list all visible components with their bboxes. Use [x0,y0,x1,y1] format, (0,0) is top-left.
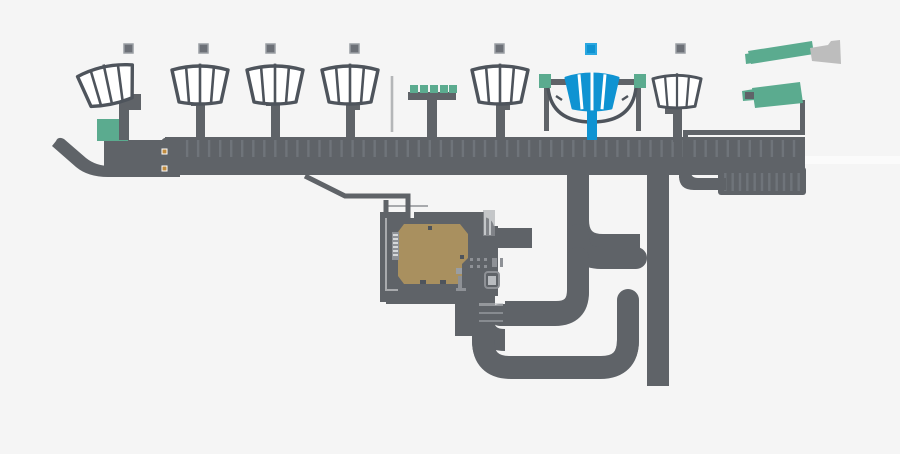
terminal-building[interactable] [398,224,468,284]
gate-b[interactable] [170,61,230,140]
stand-3 [430,85,438,93]
gate-f-pad-right [634,74,646,88]
gate-f-selected[interactable] [539,70,646,140]
gate-g-stem [673,104,682,142]
east-connector [679,100,805,190]
marker-gate-f-selected [585,43,597,55]
gate-b-fan [170,61,230,107]
spur-line-north [303,173,411,218]
gate-e-fan [470,61,530,107]
gate-c[interactable] [245,61,305,140]
t-pier-stands [410,85,457,93]
hangar-north-body [748,41,814,64]
gate-d[interactable] [320,61,380,140]
road-trunk-right [647,168,669,386]
gate-f-post-left [544,79,549,131]
apron-stand-ticks [174,140,796,157]
hangar-north-annex [810,40,841,64]
t-pier[interactable] [408,85,457,138]
main-apron[interactable] [160,137,805,175]
hangar-south[interactable] [742,82,803,108]
stand-5 [449,85,457,93]
hangar-south-body [752,82,803,108]
gate-a-stem [119,100,129,140]
stand-1 [410,85,418,93]
road-curve-south [472,289,639,378]
taxi-dot-1 [161,148,168,155]
stand-4 [440,85,448,93]
gate-markers[interactable] [123,43,686,55]
east-apron[interactable] [718,167,806,195]
gate-e-stem [496,98,505,140]
gate-c-stem [271,98,280,140]
west-taxiway-curve [52,137,180,177]
marker-gate-d [349,43,360,54]
t-pier-stem [427,98,437,138]
terminal-service-spur [303,173,411,218]
road-curve-mid [489,247,589,326]
gate-c-fan [245,61,305,107]
marker-gate-g [675,43,686,54]
marker-gate-a [123,43,134,54]
marker-gate-c [265,43,276,54]
gate-f-post-right [636,79,641,131]
gate-b-stem [196,98,205,140]
courtyard-edge [385,206,398,291]
taxi-dot-2 [161,165,168,172]
gate-d-fan [320,61,380,107]
runway-strip [795,156,900,164]
gate-d-stem [346,98,355,140]
terminal-building-shape [398,224,468,284]
taxiway-markers [161,148,168,172]
gate-f-pad-left [539,74,551,88]
gate-f-fan [564,70,620,112]
gate-a[interactable] [74,56,142,140]
hangar-south-door [745,92,754,99]
marker-gate-b [198,43,209,54]
terminal-details [392,210,503,322]
t-pier-cross [408,92,456,100]
gate-g-fan [651,71,703,110]
stand-2 [420,85,428,93]
gate-f-stem [587,104,597,140]
hangar-north-tail [745,53,753,64]
hangar-north[interactable] [745,40,841,64]
gate-e[interactable] [470,61,530,140]
marker-gate-e [494,43,505,54]
gate-g[interactable] [651,71,703,142]
